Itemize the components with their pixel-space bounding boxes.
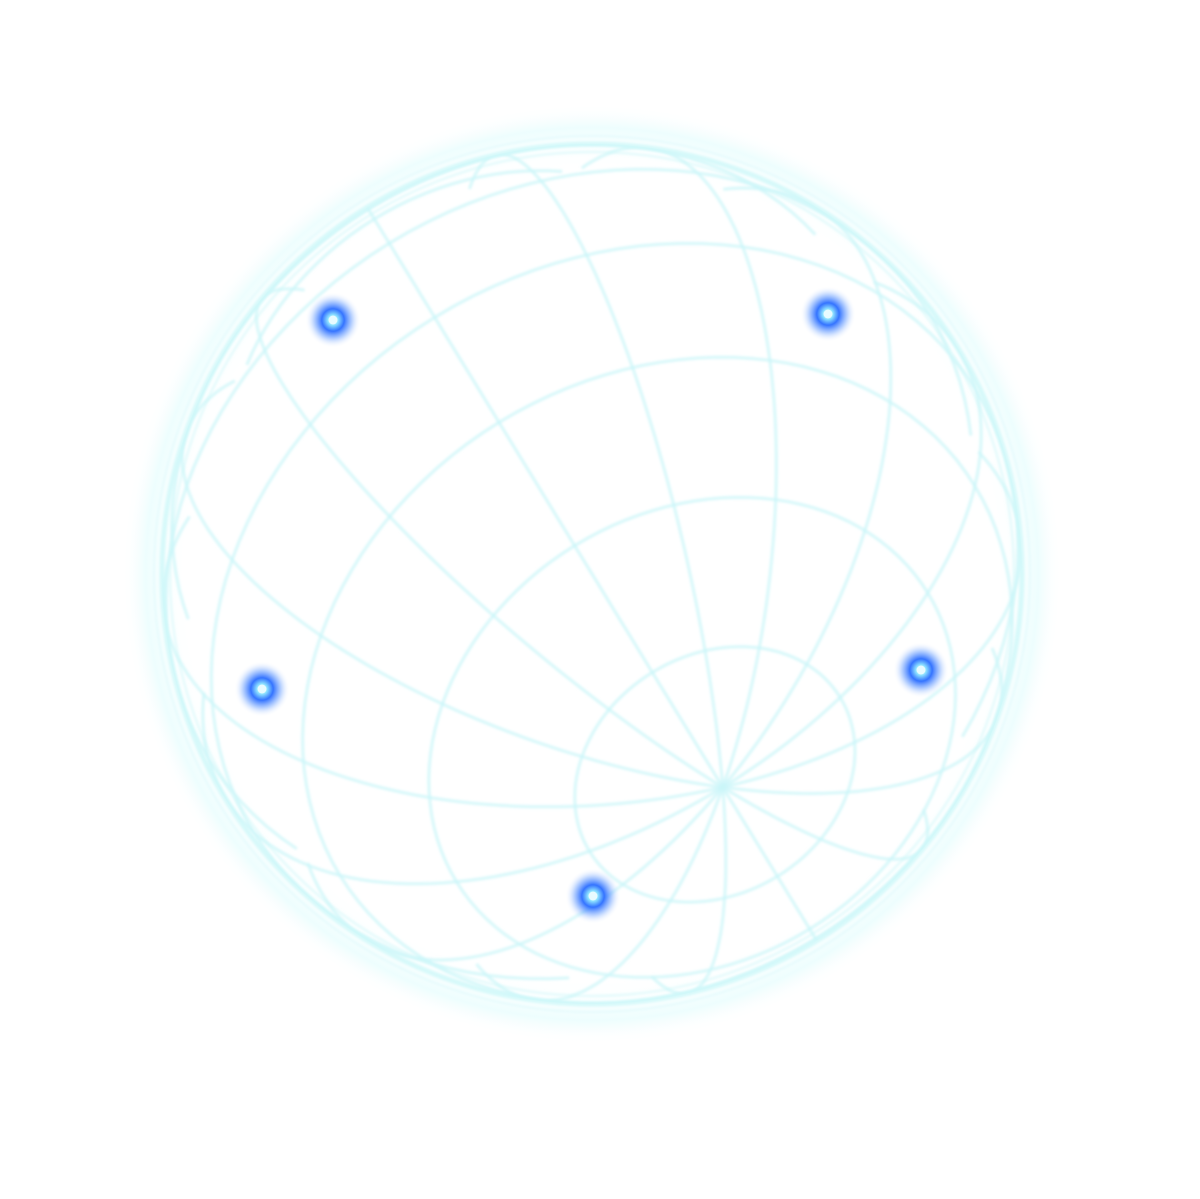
glowing-node-icon <box>800 286 856 342</box>
node-layer <box>234 286 949 924</box>
globe-outline <box>153 135 1031 1013</box>
glowing-node-icon <box>234 661 290 717</box>
glowing-node-icon <box>565 868 621 924</box>
glowing-node-icon <box>893 642 949 698</box>
parallel-line-0 <box>573 645 857 904</box>
meridian-line-13 <box>721 785 930 861</box>
parallel-line-1 <box>427 495 958 979</box>
glowing-node-icon <box>305 292 361 348</box>
parallel-line-6 <box>245 169 563 366</box>
meridian-line-11 <box>650 787 728 996</box>
